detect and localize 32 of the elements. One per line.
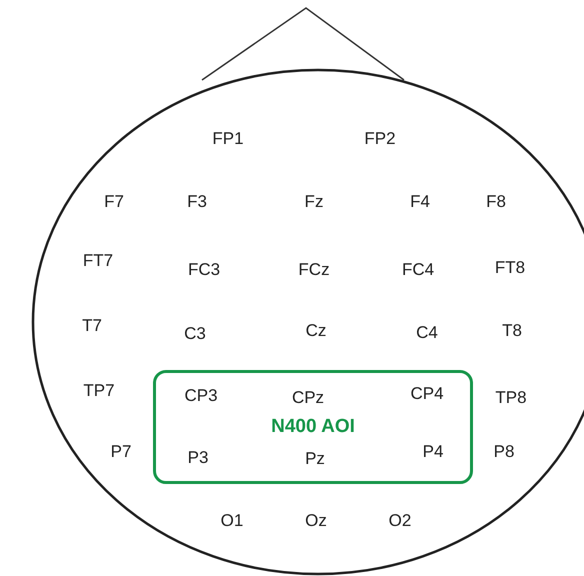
electrode-label: F4	[410, 192, 430, 212]
electrode-label: P3	[188, 448, 208, 468]
electrode-label: P4	[422, 442, 444, 462]
electrode-label: Pz	[305, 449, 325, 469]
electrode-label: CP4	[410, 384, 444, 404]
electrode-label: CP3	[184, 386, 218, 406]
electrode-label: CPz	[292, 388, 324, 408]
region-box	[153, 370, 473, 484]
electrode-label: TP7	[83, 381, 115, 401]
electrode-label: FCz	[298, 260, 330, 280]
region-label: N400 AOI	[271, 416, 355, 438]
electrode-label: O2	[388, 511, 412, 531]
electrode-label: Cz	[306, 321, 326, 341]
electrode-label: Fz	[304, 192, 324, 212]
electrode-label: C4	[416, 323, 438, 343]
electrode-label: FC3	[188, 260, 220, 280]
electrode-label: C3	[184, 324, 206, 344]
electrode-label: P7	[110, 442, 132, 462]
electrode-label: T8	[502, 321, 522, 341]
electrode-label: TP8	[495, 388, 527, 408]
electrode-label: P8	[494, 442, 514, 462]
electrode-label: FT8	[494, 258, 526, 278]
electrode-label: F8	[486, 192, 506, 212]
electrode-label: T7	[82, 316, 102, 336]
electrode-label: O1	[220, 511, 244, 531]
electrode-label: FP1	[212, 129, 244, 149]
electrode-label: FT7	[82, 251, 114, 271]
electrode-label: F3	[187, 192, 207, 212]
electrode-label: Oz	[305, 511, 327, 531]
electrode-label: FC4	[402, 260, 434, 280]
electrode-label: F7	[104, 192, 124, 212]
electrode-label: FP2	[364, 129, 396, 149]
